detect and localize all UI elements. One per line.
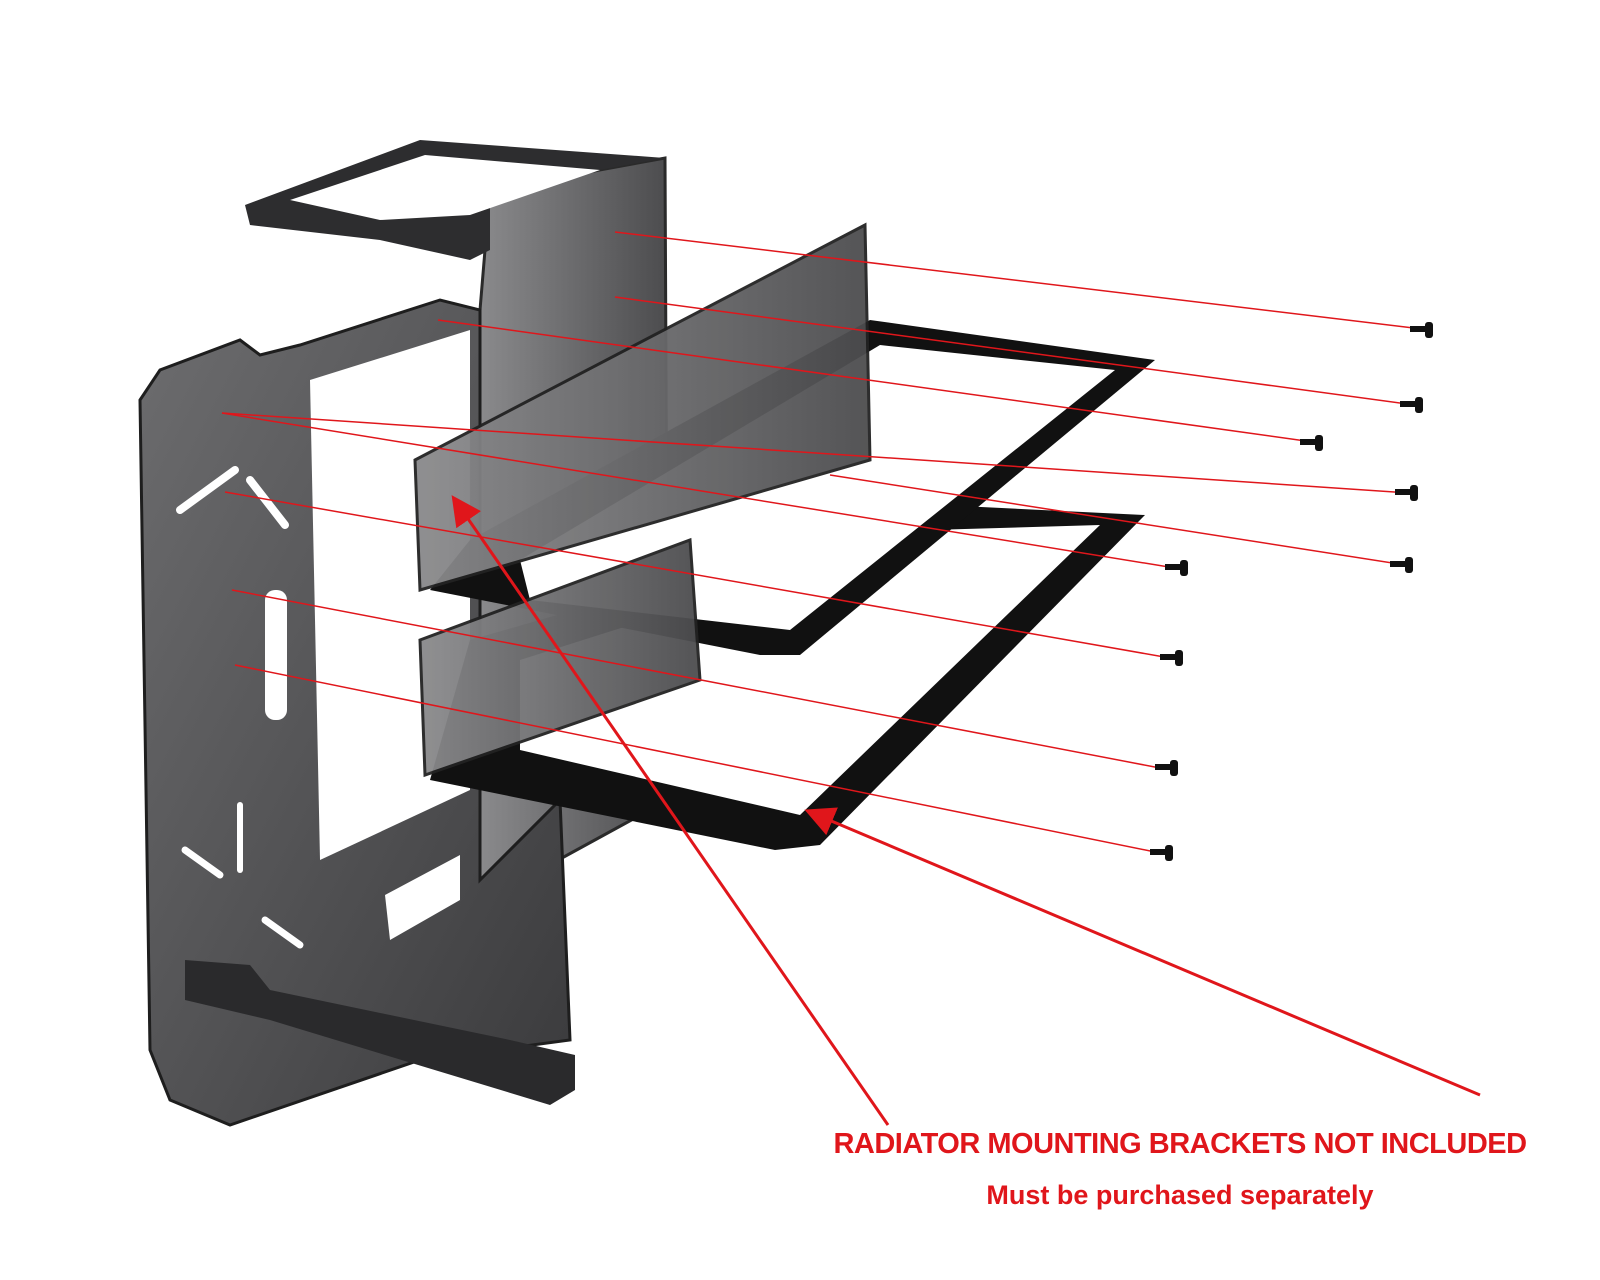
screw-icon	[1395, 485, 1418, 501]
screw-icon	[1300, 435, 1323, 451]
arrow-to-bracket	[451, 495, 890, 1126]
screw-icon	[1400, 397, 1423, 413]
caption-headline: RADIATOR MOUNTING BRACKETS NOT INCLUDED	[833, 1128, 1527, 1160]
screw-icon	[1155, 760, 1178, 776]
arrow-to-fan-frame	[804, 807, 1481, 1097]
screw-icon	[1410, 322, 1433, 338]
callout-arrows	[451, 495, 1481, 1126]
screw-leader-lines	[221, 231, 1431, 854]
screw-icon	[1150, 845, 1173, 861]
caption-subline: Must be purchased separately	[986, 1180, 1374, 1210]
screw-icon	[1160, 650, 1183, 666]
screws	[1150, 322, 1433, 861]
top-bracket	[245, 140, 665, 260]
screw-icon	[1165, 560, 1188, 576]
foot-bracket	[185, 960, 575, 1105]
screw-icon	[1390, 557, 1413, 573]
lower-fan-frame	[430, 505, 1145, 850]
